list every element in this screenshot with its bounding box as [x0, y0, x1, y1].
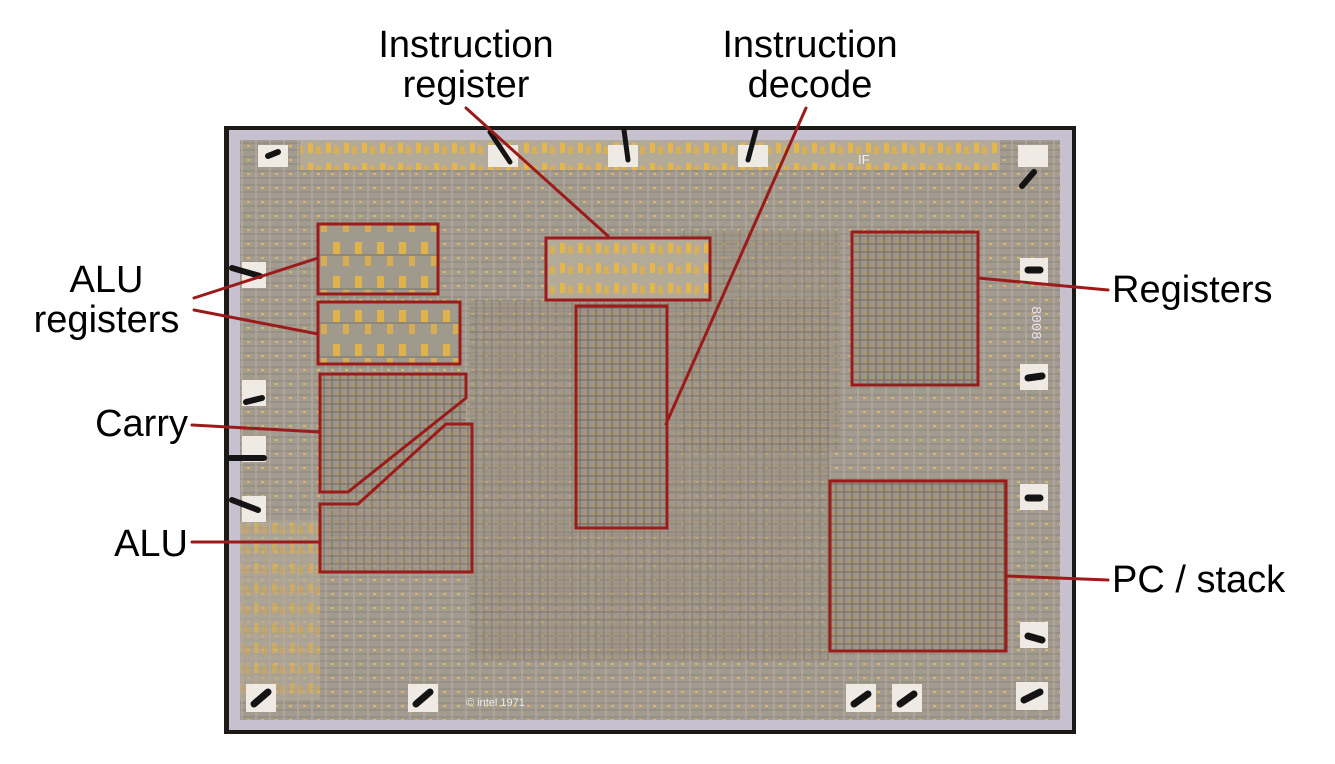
logic-area [240, 520, 320, 700]
bond-wire [850, 690, 872, 708]
bond-wire [1024, 632, 1046, 644]
bond-pad [608, 145, 638, 167]
corner-mark: IF [858, 152, 870, 167]
instruction-register-leader [464, 106, 610, 238]
alu-registers-leader-bottom [192, 308, 320, 336]
bond-wire [229, 497, 261, 513]
pc-stack-label: PC / stack [1112, 559, 1286, 601]
alu-registers-label: ALU registers [14, 260, 199, 340]
pc-stack-array [830, 481, 1006, 651]
label-line: Instruction [378, 24, 554, 66]
alu-label: ALU [114, 523, 188, 565]
carry-label: Carry [95, 403, 188, 445]
chip-number-marking: 8008 [1027, 306, 1043, 340]
instruction-decode-label: Instruction decode [700, 25, 920, 105]
instruction-register-label: Instruction register [356, 25, 576, 105]
alu-registers-leader-top [192, 256, 320, 300]
bond-wire [412, 688, 434, 708]
label-line: decode [747, 64, 873, 106]
alu-array [320, 424, 472, 572]
instruction-decode-leader [664, 106, 808, 426]
top-cell-strip [300, 140, 1000, 170]
pc-stack-box [828, 479, 1008, 653]
bond-wire [745, 127, 759, 163]
instruction-decode-box [574, 304, 669, 530]
bond-wire [1019, 169, 1037, 189]
carry-leader [190, 423, 322, 434]
label-line: register [402, 64, 530, 106]
bond-wire [621, 127, 631, 163]
bond-wire [1024, 372, 1046, 382]
registers-leader [976, 276, 1110, 292]
bond-wire [1020, 688, 1044, 704]
bond-pads [242, 145, 1048, 712]
alu-register-array [318, 224, 438, 294]
bond-wire [896, 690, 918, 708]
alu-box [318, 422, 474, 574]
bond-wire [229, 265, 263, 279]
bond-wire [265, 149, 281, 159]
bond-wire [243, 395, 265, 405]
bond-wires [227, 127, 1046, 708]
label-line: registers [33, 299, 180, 341]
bond-pad [1018, 145, 1048, 167]
instruction-register-box [544, 236, 712, 302]
register-array [852, 232, 978, 385]
callout-lines [190, 106, 1110, 582]
label-line: Instruction [722, 24, 898, 66]
registers-label: Registers [1112, 269, 1273, 311]
label-line: ALU [69, 259, 144, 301]
carry-box [318, 372, 468, 494]
bond-pad [738, 145, 768, 167]
bond-wire [487, 129, 513, 165]
copyright-marking: © intel 1971 [466, 697, 525, 709]
alu-register-array [318, 302, 460, 364]
registers-box [850, 230, 980, 387]
instruction-register-array [546, 238, 710, 300]
pc-stack-leader [1004, 574, 1110, 582]
instruction-decode-array [576, 306, 667, 528]
bond-wire [250, 688, 272, 708]
